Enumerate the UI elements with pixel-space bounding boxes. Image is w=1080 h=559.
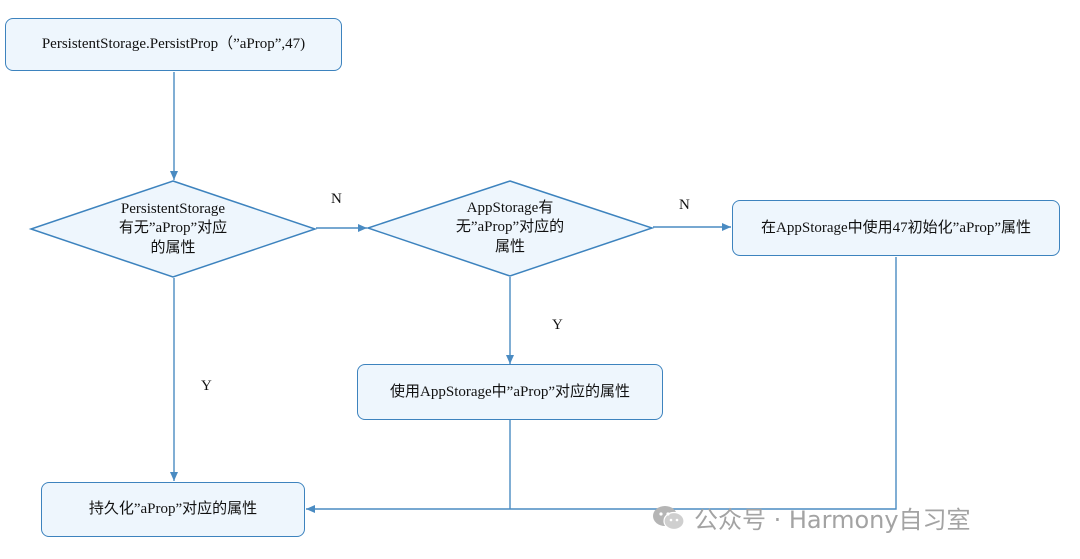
decision-diamond-appstorage	[365, 180, 655, 277]
label-y-decision1: Y	[201, 378, 212, 394]
decision1-line1: PersistentStorage	[120, 200, 226, 217]
start-box: PersistentStorage.PersistProp（”aProp”,47…	[5, 18, 342, 71]
edge-init-to-persist	[306, 257, 897, 513]
label-n-decision1: N	[331, 191, 342, 207]
watermark-text: 公众号 · Harmony自习室	[694, 506, 971, 534]
decision1-line3: 的属性	[150, 239, 196, 256]
wechat-icon	[652, 504, 686, 532]
persist-box-label: 持久化”aProp”对应的属性	[88, 501, 258, 518]
decision1-text: PersistentStorage 有无”aProp”对应 的属性	[73, 196, 273, 262]
persist-box: 持久化”aProp”对应的属性	[41, 482, 305, 537]
watermark: 公众号 · Harmony自习室	[652, 500, 971, 535]
label-y-decision2: Y	[552, 317, 563, 333]
decision1-line2: 有无”aProp”对应	[118, 220, 228, 237]
init-box: 在AppStorage中使用47初始化”aProp”属性	[732, 200, 1060, 256]
decision2-text: AppStorage有 无”aProp”对应的 属性	[410, 195, 610, 261]
label-n-decision2: N	[679, 197, 690, 213]
start-box-label: PersistentStorage.PersistProp（”aProp”,47…	[41, 36, 306, 53]
decision2-line3: 属性	[494, 238, 525, 255]
init-box-label: 在AppStorage中使用47初始化”aProp”属性	[761, 219, 1031, 236]
decision2-line1: AppStorage有	[466, 199, 554, 216]
use-box-label: 使用AppStorage中”aProp”对应的属性	[390, 383, 630, 400]
decision-diamond-persistent	[28, 180, 318, 278]
decision2-line2: 无”aProp”对应的	[455, 219, 565, 236]
use-box: 使用AppStorage中”aProp”对应的属性	[357, 364, 663, 420]
